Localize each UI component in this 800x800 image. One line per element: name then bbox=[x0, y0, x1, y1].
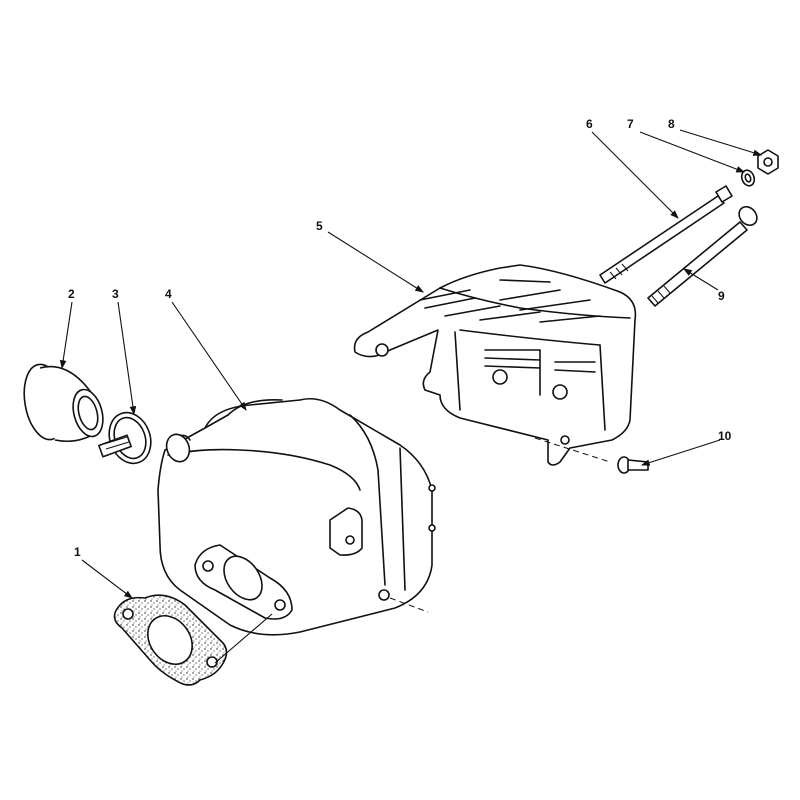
callout-5: 5 bbox=[316, 219, 323, 233]
callout-1: 1 bbox=[74, 545, 81, 559]
deflector-part bbox=[23, 363, 104, 443]
callout-3: 3 bbox=[112, 287, 119, 301]
callout-labels: 1 2 3 4 5 6 7 8 9 10 bbox=[68, 117, 732, 559]
muffler-part bbox=[157, 397, 436, 636]
bolt-with-head-part bbox=[647, 205, 758, 307]
callout-7: 7 bbox=[627, 117, 634, 131]
long-bolt-part bbox=[599, 185, 733, 284]
callout-10: 10 bbox=[718, 429, 732, 443]
screw-part bbox=[617, 456, 649, 474]
callout-8: 8 bbox=[668, 117, 675, 131]
lock-washer-part bbox=[740, 169, 756, 187]
callout-6: 6 bbox=[586, 117, 593, 131]
callout-9: 9 bbox=[718, 289, 725, 303]
leader-lines bbox=[59, 129, 763, 664]
heat-shield-part bbox=[353, 264, 637, 466]
nut-part bbox=[757, 149, 779, 175]
clamp-part bbox=[98, 411, 152, 465]
callout-4: 4 bbox=[165, 287, 172, 301]
gasket-part bbox=[113, 594, 228, 686]
callout-2: 2 bbox=[68, 287, 75, 301]
